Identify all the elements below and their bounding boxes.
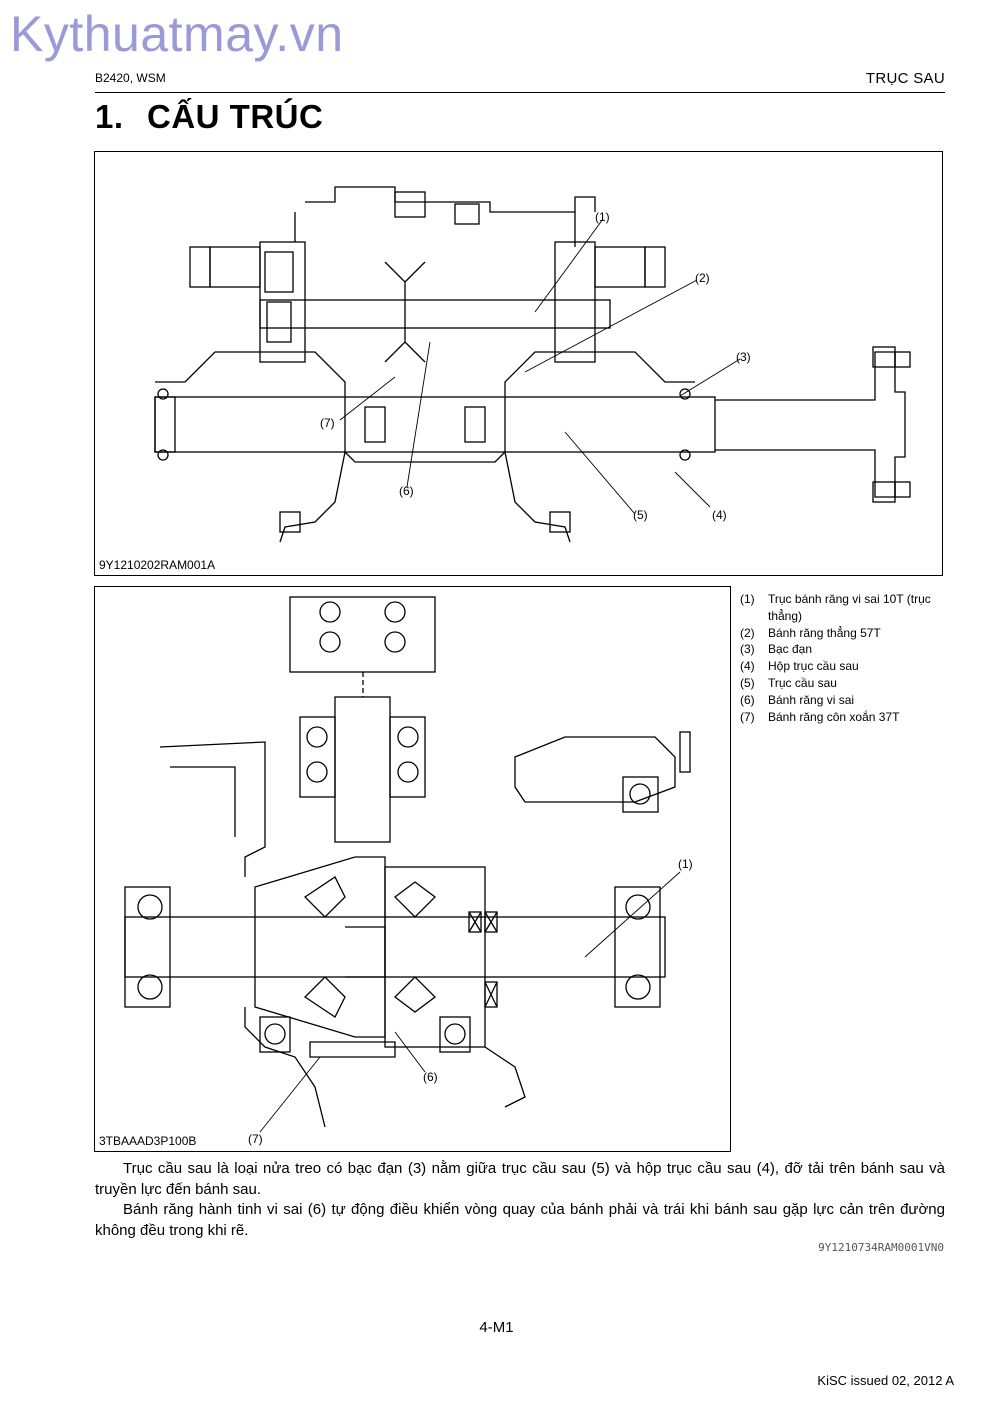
fig1-code: 9Y1210202RAM001A [99,558,216,572]
fig2-callout-7: (7) [248,1132,263,1146]
title-number: 1. [95,98,124,135]
legend-text: Bạc đạn [768,642,813,657]
legend-num: (5) [740,675,755,690]
fig1-callout-6: (6) [399,484,414,498]
legend-text: Trục bánh răng vi sai 10T (trục thẳng) [768,592,931,623]
differential-drawing [124,596,691,1133]
issue-note: KiSC issued 02, 2012 A [817,1373,954,1388]
legend-item: (4) Hộp trục cầu sau [740,658,950,675]
legend-item: (5) Trục cầu sau [740,675,950,692]
fig2-callout-1: (1) [678,857,693,871]
fig1-callout-5: (5) [633,508,648,522]
legend-text: Bánh răng vi sai [768,692,855,707]
legend-item: (7) Bánh răng côn xoắn 37T [740,709,950,726]
fig1-callout-7: (7) [320,416,335,430]
figure-differential-detail: (1) (6) (7) 3TBAAAD3P100B [94,586,731,1152]
legend-num: (4) [740,659,755,674]
watermark: Kythuatmay.vn [10,6,344,62]
legend-text: Bánh răng thẳng 57T [768,625,881,640]
parts-legend: (1) Trục bánh răng vi sai 10T (trục thẳng… [740,591,950,725]
header-section: TRỤC SAU [865,70,945,87]
fig1-callout-2: (2) [695,271,710,285]
title-text: CẤU TRÚC [147,98,324,135]
description-text: Trục cầu sau là loại nửa treo có bạc đạn… [95,1159,945,1241]
page-title: 1. CẤU TRÚC [95,98,323,136]
rear-axle-drawing [154,186,911,543]
paragraph-2: Bánh răng hành tinh vi sai (6) tự động đ… [95,1201,945,1239]
legend-text: Trục cầu sau [768,675,837,690]
legend-item: (2) Bánh răng thẳng 57T [740,625,950,642]
fig1-callout-3: (3) [736,350,751,364]
legend-num: (3) [740,642,755,657]
document-reference: 9Y1210734RAM0001VN0 [818,1241,944,1254]
legend-num: (7) [740,709,755,724]
fig2-callout-6: (6) [423,1070,438,1084]
legend-item: (6) Bánh răng vi sai [740,692,950,709]
legend-text: Bánh răng côn xoắn 37T [768,709,900,724]
legend-text: Hộp trục cầu sau [768,659,859,674]
fig1-callout-4: (4) [712,508,727,522]
legend-num: (1) [740,592,755,606]
paragraph-1: Trục cầu sau là loại nửa treo có bạc đạn… [95,1160,945,1198]
fig1-callout-1: (1) [595,210,610,224]
fig2-code: 3TBAAAD3P100B [99,1134,197,1148]
legend-num: (6) [740,692,755,707]
header-rule [95,92,945,93]
figure-rear-axle-assembly: (1) (2) (3) (4) (5) (6) (7) 9Y1210202RAM… [94,151,943,576]
header-model: B2420, WSM [95,71,166,85]
page-number: 4-M1 [479,1319,514,1336]
legend-num: (2) [740,625,755,640]
legend-item: (3) Bạc đạn [740,641,950,658]
legend-item: (1) Trục bánh răng vi sai 10T (trục thẳng… [740,591,950,625]
